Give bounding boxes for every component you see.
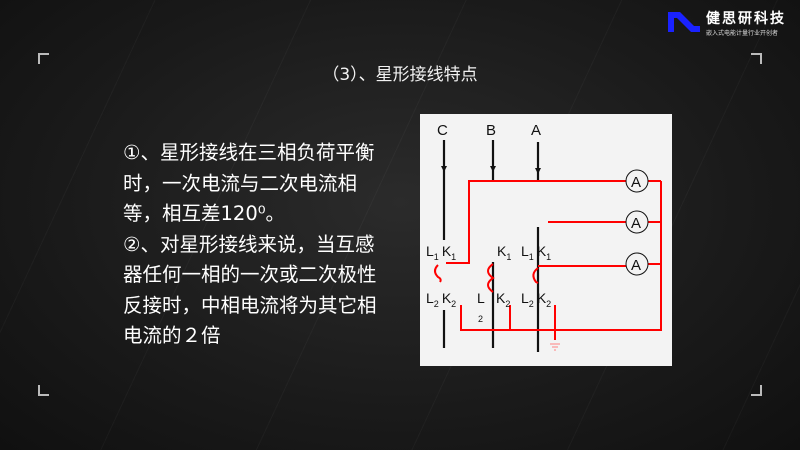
brand-name: 健思研科技 bbox=[706, 11, 786, 27]
phase-label-c: C bbox=[437, 122, 448, 139]
logo-icon bbox=[668, 12, 700, 32]
ammeter-icon bbox=[625, 210, 649, 234]
slide-title: （3）、星形接线特点 bbox=[322, 65, 478, 85]
brand-tagline: 嵌入式电能计量行业开创者 bbox=[706, 30, 779, 37]
phase-label-b: B bbox=[486, 122, 496, 139]
corner-bracket bbox=[751, 385, 762, 396]
svg-text:K1: K1 bbox=[497, 243, 511, 262]
ammeter-icon bbox=[625, 169, 649, 193]
slide-body: ①、星形接线在三相负荷平衡时，一次电流与二次电流相等，相互差120⁰。 ②、对星… bbox=[123, 138, 383, 352]
ammeter-label: A bbox=[631, 215, 641, 232]
point-2: ②、对星形接线来说，当互感器任何一相的一次或二次极性反接时，中相电流将为其它相电… bbox=[123, 232, 377, 348]
corner-bracket bbox=[38, 53, 49, 64]
ammeters bbox=[625, 169, 649, 276]
phase-label-a: A bbox=[531, 122, 541, 139]
corner-bracket bbox=[751, 53, 762, 64]
svg-text:2: 2 bbox=[478, 314, 483, 324]
secondary-wiring bbox=[434, 180, 662, 340]
ammeter-icon bbox=[625, 252, 649, 276]
ammeter-label: A bbox=[631, 257, 641, 274]
point-1: ①、星形接线在三相负荷平衡时，一次电流与二次电流相等，相互差120⁰。 bbox=[123, 141, 375, 225]
ammeter-label: A bbox=[631, 174, 641, 191]
diagram-panel bbox=[420, 114, 672, 366]
svg-text:L: L bbox=[477, 290, 485, 306]
svg-text:K2: K2 bbox=[496, 290, 510, 309]
brand-logo: 健思研科技 嵌入式电能计量行业开创者 bbox=[666, 8, 796, 38]
corner-bracket bbox=[38, 385, 49, 396]
